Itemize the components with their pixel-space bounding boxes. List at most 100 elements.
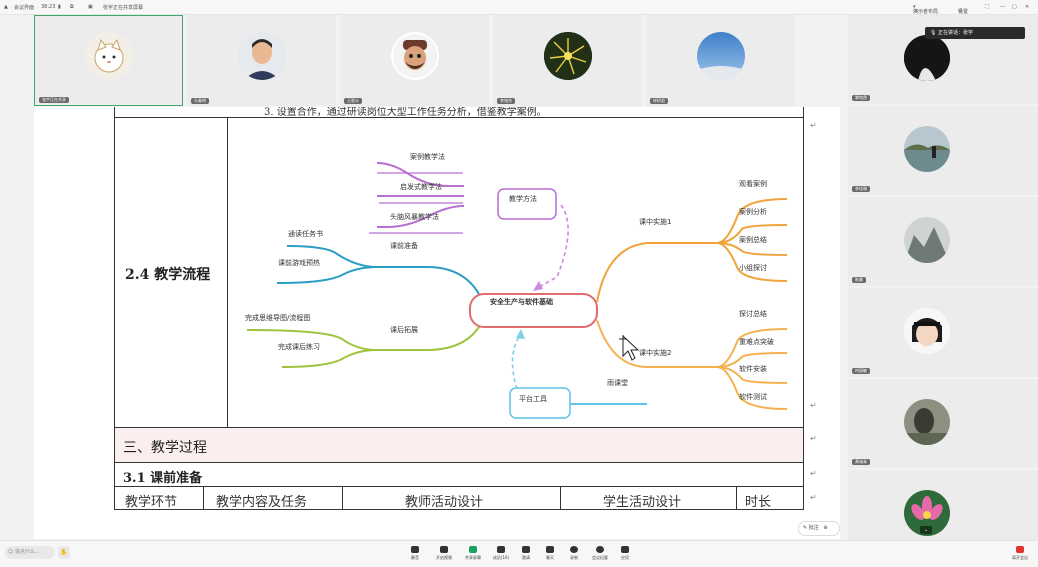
impl1-label: 课中实施1 bbox=[639, 218, 672, 226]
share-button[interactable]: 共享屏幕 bbox=[462, 546, 484, 561]
leave-icon bbox=[1016, 546, 1024, 553]
teaching-methods-label: 教学方法 bbox=[509, 195, 537, 203]
lake-avatar-icon bbox=[904, 126, 950, 172]
participant-tile-4[interactable]: 李铭舟 bbox=[493, 15, 642, 106]
settings-label: 设置 bbox=[958, 9, 969, 15]
video-button[interactable]: 开启视频 bbox=[433, 546, 455, 561]
layout-label: 演示者布局 bbox=[913, 9, 939, 15]
table-header-cell: 学生活动设计 bbox=[560, 486, 737, 510]
share-icon: ▣ bbox=[88, 4, 93, 10]
members-button[interactable]: 成员(16) bbox=[490, 546, 512, 561]
annotate-button[interactable]: ✎ 批注 ⊕ bbox=[798, 521, 840, 536]
avatar bbox=[904, 35, 950, 81]
share-screen-icon bbox=[469, 546, 477, 553]
minutes-button[interactable]: 会议纪要 bbox=[589, 546, 611, 561]
minimize-icon[interactable]: — bbox=[1000, 4, 1005, 10]
branch-line bbox=[246, 329, 378, 351]
cartoon-avatar-icon bbox=[392, 33, 437, 78]
center-node bbox=[469, 293, 598, 328]
invite-label: 邀请 bbox=[522, 555, 530, 560]
header-label: 教学内容及任务 bbox=[216, 495, 308, 510]
arrow-head bbox=[533, 281, 543, 291]
participant-tile-10[interactable]: 黄瑞青 bbox=[848, 379, 1038, 468]
participant-name: 李铭舟 bbox=[497, 98, 515, 104]
speaking-label: 正在讲话：张宇 bbox=[937, 30, 973, 36]
participant-tile-1[interactable]: 张宇正在共享 bbox=[34, 15, 183, 106]
participant-tile-7[interactable]: 李佳瑜 bbox=[848, 106, 1038, 195]
leave-button[interactable]: 离开会议 bbox=[1009, 546, 1031, 561]
participant-tile-2[interactable]: 乐春明 bbox=[187, 15, 336, 106]
participant-tile-3[interactable]: 王恩义 bbox=[340, 15, 489, 106]
fullscreen-icon[interactable]: ⛶ bbox=[985, 4, 989, 10]
layout-button[interactable]: ▭ 演示者布局 ▾ bbox=[913, 4, 939, 15]
maximize-icon[interactable]: ▢ bbox=[1012, 4, 1017, 10]
branch-line bbox=[376, 162, 464, 187]
zoom-icon[interactable]: ⊕ bbox=[823, 525, 828, 531]
apps-icon bbox=[621, 546, 629, 553]
apps-button[interactable]: 应用 bbox=[614, 546, 636, 561]
participant-tile-5[interactable]: 祥树君 bbox=[646, 15, 795, 106]
participant-tile-11[interactable]: ⌄ bbox=[848, 470, 1038, 540]
participant-tile-8[interactable]: 陈晨 bbox=[848, 197, 1038, 286]
mind-map bbox=[246, 162, 788, 419]
avatar bbox=[543, 31, 592, 80]
branch-line bbox=[716, 242, 788, 256]
cut-off-text: 3. 设置合作，通过研读岗位大型工作任务分析，借鉴教学案例。 bbox=[264, 107, 547, 118]
record-icon bbox=[570, 546, 578, 553]
preclass-label: 课前准备 bbox=[390, 242, 418, 250]
hand-icon[interactable]: ✋ bbox=[58, 546, 70, 559]
avatar bbox=[84, 32, 133, 81]
preclass-item-label: 通读任务书 bbox=[288, 230, 323, 238]
avatar bbox=[904, 217, 950, 263]
postclass-item-label: 完成课后练习 bbox=[278, 343, 320, 351]
title-bar: ▲ 会议界面 38:23 ▮ ⧉ ▣ 张宇正在共享屏幕 ▭ 演示者布局 ▾ ⚙ … bbox=[0, 0, 1038, 15]
impl2-label: 课中实施2 bbox=[639, 349, 672, 357]
table-header-cell: 时长 bbox=[736, 486, 804, 510]
teaching-methods-node bbox=[497, 188, 557, 220]
pen-icon: ✎ bbox=[803, 525, 808, 531]
close-icon[interactable]: ✕ bbox=[1025, 4, 1030, 10]
bottom-toolbar: ☺ 说点什么... ✋ 静音 开启视频 共享屏幕 成员(16) 邀请 聊天 录制… bbox=[0, 540, 1038, 567]
table-cell-label: 2.4 教学流程 bbox=[114, 117, 228, 428]
branch-line bbox=[716, 352, 788, 368]
method-label: 启发式教学法 bbox=[400, 183, 442, 191]
flower-avatar-icon bbox=[543, 31, 592, 80]
chat-input[interactable]: ☺ 说点什么... bbox=[5, 546, 55, 559]
share-label: 共享屏幕 bbox=[465, 555, 481, 560]
photo-avatar-icon bbox=[904, 399, 950, 445]
speaking-indicator: 🎙 正在讲话：张宇 bbox=[925, 27, 1025, 39]
video-label: 开启视频 bbox=[436, 555, 452, 560]
platform-label: 平台工具 bbox=[519, 395, 547, 403]
method-label: 头脑风暴教学法 bbox=[390, 213, 439, 221]
invite-button[interactable]: 邀请 bbox=[515, 546, 537, 561]
chat-button[interactable]: 聊天 bbox=[539, 546, 561, 561]
chevron-down-icon[interactable]: ⌄ bbox=[920, 526, 932, 534]
man-avatar-icon bbox=[237, 31, 286, 80]
participant-name: 李佳瑜 bbox=[852, 186, 870, 192]
mountain-avatar-icon bbox=[904, 217, 950, 263]
record-button[interactable]: 录制 bbox=[563, 546, 585, 561]
impl2-item-label: 重难点突破 bbox=[739, 338, 774, 346]
popout-icon[interactable]: ⧉ bbox=[70, 4, 74, 10]
participant-name: 何丽敏 bbox=[852, 368, 870, 374]
branch-line bbox=[286, 245, 378, 268]
avatar bbox=[390, 31, 439, 80]
paragraph-mark: ↵ bbox=[810, 469, 817, 478]
mute-label: 静音 bbox=[411, 555, 419, 560]
section-title-3-1: 3.1 课前准备 bbox=[123, 471, 203, 486]
impl2-item-label: 软件安装 bbox=[739, 365, 767, 373]
smile-icon: ☺ bbox=[8, 549, 14, 555]
invite-icon bbox=[522, 546, 530, 553]
table-header-cell: 教学环节 bbox=[114, 486, 204, 510]
participant-name: 张宇正在共享 bbox=[39, 97, 69, 103]
mute-button[interactable]: 静音 bbox=[404, 546, 426, 561]
avatar bbox=[904, 126, 950, 172]
dark-avatar-icon bbox=[904, 35, 950, 81]
branch-line bbox=[716, 366, 788, 384]
branch-line bbox=[716, 366, 788, 410]
participant-tile-9[interactable]: 何丽敏 bbox=[848, 288, 1038, 377]
participant-name: 陈晨 bbox=[852, 277, 866, 283]
record-label: 录制 bbox=[570, 555, 578, 560]
camera-icon bbox=[440, 546, 448, 553]
postclass-label: 课后拓展 bbox=[390, 326, 418, 334]
